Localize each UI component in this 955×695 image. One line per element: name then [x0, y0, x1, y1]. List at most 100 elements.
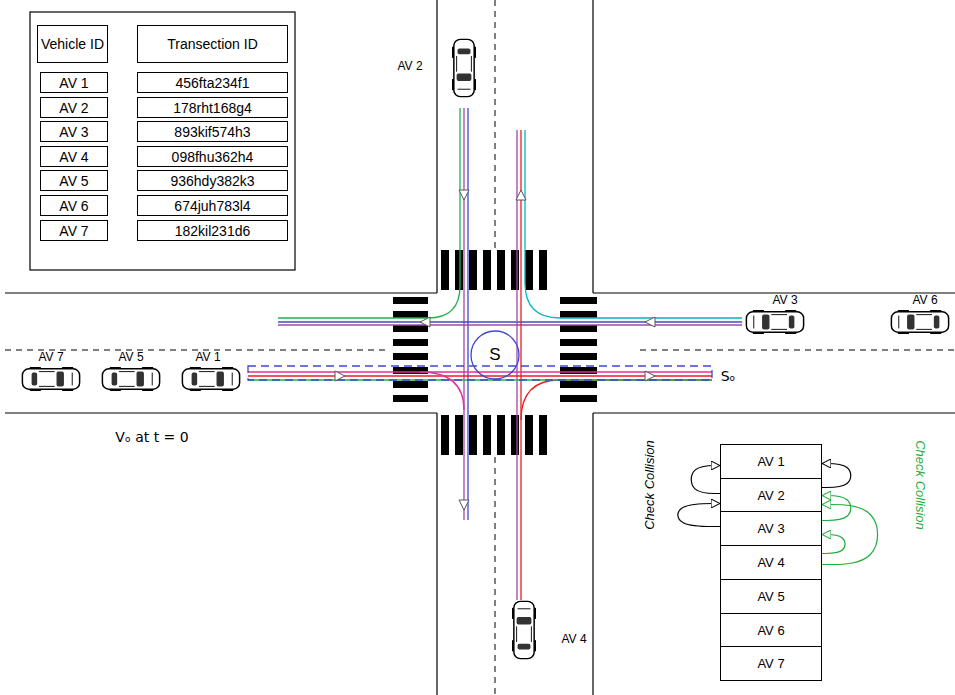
label-text: AV 1 — [195, 350, 220, 364]
label-text: 936hdy382k3 — [170, 173, 254, 189]
check-note: Check Collision — [643, 440, 658, 530]
table-cell: AV 6 — [40, 195, 108, 216]
label-text: AV 6 — [912, 293, 937, 307]
trajectory — [467, 108, 468, 520]
table-cell: 182kil231d6 — [137, 220, 288, 241]
road-edges — [5, 0, 955, 695]
road-edge — [592, 0, 593, 293]
label-text: Check Collision — [913, 440, 928, 530]
vehicle-slot: AV 7 — [720, 646, 822, 681]
trajectory — [278, 321, 742, 322]
lane-divider — [640, 350, 955, 351]
circle-outline — [471, 331, 519, 379]
road-edge — [436, 413, 437, 695]
node-text: AV 4 — [756, 555, 785, 570]
vehicle-slot: AV 5 — [720, 579, 822, 614]
table-cell: Transection ID — [137, 25, 288, 63]
check-collision-arrow — [691, 466, 720, 494]
check-collision-arrow — [822, 535, 845, 554]
label-text: Sₒ — [721, 368, 736, 384]
node-text: AV 7 — [756, 656, 785, 671]
label-text: AV 6 — [59, 198, 88, 214]
vehicles — [22, 39, 948, 658]
trajectory — [278, 324, 742, 325]
road-edge — [592, 413, 593, 695]
label-text: 456fta234f1 — [176, 75, 250, 91]
label-text: Check Collision — [642, 440, 657, 530]
label-text: 098fhu362h4 — [172, 149, 254, 165]
table-cell: 098fhu362h4 — [137, 146, 288, 167]
check-collision-arrow — [678, 504, 720, 527]
label-text: AV 4 — [59, 149, 88, 165]
table-cell: 456fta234f1 — [137, 72, 288, 93]
lane-dividers — [5, 0, 955, 695]
table-cell: AV 5 — [40, 170, 108, 191]
trajectories — [248, 108, 742, 600]
table-cell: AV 3 — [40, 121, 108, 142]
check-collision-arrow — [822, 505, 878, 565]
label-text: AV 5 — [118, 350, 143, 364]
node-text: AV 3 — [756, 521, 785, 536]
label-text: 674juh783l4 — [174, 198, 250, 214]
direction-arrow — [459, 500, 469, 510]
car — [746, 310, 803, 334]
crosswalk — [560, 297, 597, 405]
vehicle-label: Sₒ — [719, 368, 738, 384]
label-text: Vₒ at t = 0 — [115, 429, 188, 445]
vehicle-label: AV 2 — [395, 60, 424, 74]
crosswalk — [393, 297, 428, 405]
table-cell: AV 1 — [40, 72, 108, 93]
vehicle-slot: AV 3 — [720, 511, 822, 546]
check-collision-arrow — [822, 496, 851, 521]
road-edge — [593, 412, 955, 413]
label-text: AV 2 — [397, 59, 422, 73]
node-text: S — [488, 345, 501, 365]
label-text: 178rht168g4 — [173, 100, 252, 116]
vehicle-slot: AV 4 — [720, 545, 822, 580]
car — [512, 601, 536, 658]
vehicle-label: AV 6 — [910, 294, 939, 308]
label-text: 893kif574h3 — [174, 124, 250, 140]
trajectory — [521, 380, 712, 420]
label-text: AV 4 — [561, 632, 586, 646]
vehicle-label: AV 1 — [193, 351, 222, 365]
vehicle-label: Vₒ at t = 0 — [113, 429, 190, 445]
car — [891, 310, 948, 334]
trajectory — [278, 108, 460, 318]
crosswalk — [441, 250, 549, 290]
table-frame — [30, 12, 295, 270]
vehicle-slot: AV 2 — [720, 478, 822, 513]
direction-arrow — [459, 190, 469, 200]
node-text: AV 6 — [756, 623, 785, 638]
label-text: AV 1 — [59, 75, 88, 91]
vehicle-label: AV 3 — [770, 294, 799, 308]
trajectory — [420, 372, 464, 410]
trajectory — [463, 108, 464, 520]
label-text: AV 7 — [59, 223, 88, 239]
check-note: Check Collision — [913, 440, 928, 530]
table-cell: Vehicle ID — [37, 25, 108, 63]
table-cell: AV 7 — [40, 220, 108, 241]
label-text: AV 3 — [59, 124, 88, 140]
label-text: AV 7 — [38, 350, 63, 364]
table-cell: AV 4 — [40, 146, 108, 167]
car — [182, 367, 239, 391]
lane-divider — [495, 0, 496, 248]
label-text: Vehicle ID — [41, 36, 104, 52]
direction-arrow — [516, 190, 526, 200]
label-text: 182kil231d6 — [175, 223, 251, 239]
node-text: AV 2 — [756, 488, 785, 503]
table-cell: 893kif574h3 — [137, 121, 288, 142]
vehicle-label: AV 5 — [116, 351, 145, 365]
node-text: AV 1 — [756, 454, 785, 469]
vehicle-label: AV 4 — [559, 633, 588, 647]
car — [22, 367, 79, 391]
direction-arrow — [645, 371, 655, 381]
label-text: Transection ID — [167, 36, 258, 52]
table-cell: AV 2 — [40, 97, 108, 118]
table-cell: 936hdy382k3 — [137, 170, 288, 191]
direction-arrow — [420, 317, 430, 327]
road-edge — [5, 412, 437, 413]
road-edge — [436, 0, 437, 293]
